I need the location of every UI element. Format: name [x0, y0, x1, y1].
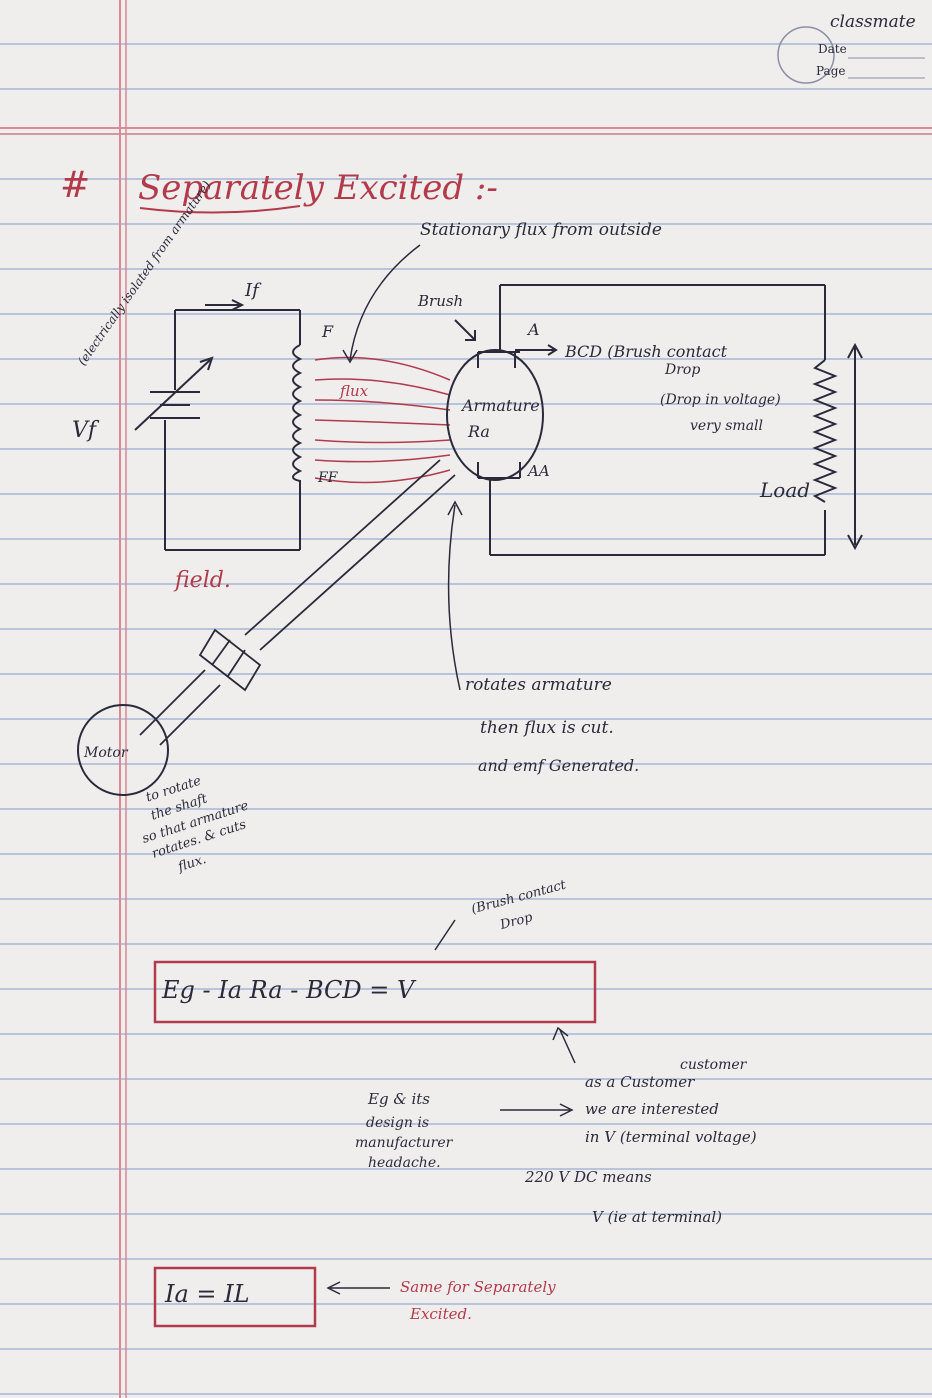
page-title: Separately Excited :- — [138, 168, 498, 208]
date-label: Date — [818, 42, 847, 56]
aa-label: AA — [528, 462, 550, 480]
rotates-note-2: then flux is cut. — [480, 718, 614, 738]
dc-note-2: V (ie at terminal) — [592, 1208, 722, 1226]
equation-terminal-voltage: Eg - Ia Ra - BCD = V — [162, 976, 415, 1004]
customer-note-2: as a Customer — [585, 1073, 695, 1091]
heading-hash: # — [60, 165, 91, 206]
rotates-note-3: and emf Generated. — [478, 756, 640, 775]
same-note-1: Same for Separately — [400, 1278, 556, 1296]
equation-current: Ia = IL — [165, 1280, 250, 1308]
eg-note-4: headache. — [368, 1155, 441, 1171]
bcd-note-2: Drop — [665, 362, 701, 378]
bcd-note-3: (Drop in voltage) — [660, 392, 781, 408]
if-label: If — [245, 280, 259, 301]
dc-note-1: 220 V DC means — [525, 1168, 652, 1186]
page-label: Page — [816, 64, 846, 78]
vf-label: Vf — [72, 418, 97, 443]
armature-label: Armature — [462, 396, 540, 415]
field-label: field. — [175, 568, 231, 593]
brush-label: Brush — [418, 292, 464, 310]
customer-note-4: in V (terminal voltage) — [585, 1128, 757, 1146]
brand-logo: classmate — [830, 12, 916, 32]
bcd-note-4: very small — [690, 418, 764, 434]
eg-note-3: manufacturer — [355, 1135, 453, 1151]
ra-label: Ra — [468, 422, 490, 441]
same-note-2: Excited. — [410, 1305, 472, 1323]
eg-note-2: design is — [366, 1115, 429, 1131]
bcd-note-1: BCD (Brush contact — [565, 342, 728, 361]
flux-label: flux — [340, 382, 369, 400]
load-label: Load — [760, 478, 811, 502]
stationary-flux-note: Stationary flux from outside — [420, 220, 662, 240]
eg-note-1: Eg & its — [368, 1090, 430, 1108]
ff-label: FF — [318, 470, 338, 486]
motor-label: Motor — [84, 745, 128, 761]
a-label: A — [528, 320, 540, 339]
f-label: F — [322, 322, 334, 341]
rotates-note-1: rotates armature — [465, 675, 612, 695]
customer-note-1: customer — [680, 1057, 747, 1073]
customer-note-3: we are interested — [585, 1100, 719, 1118]
